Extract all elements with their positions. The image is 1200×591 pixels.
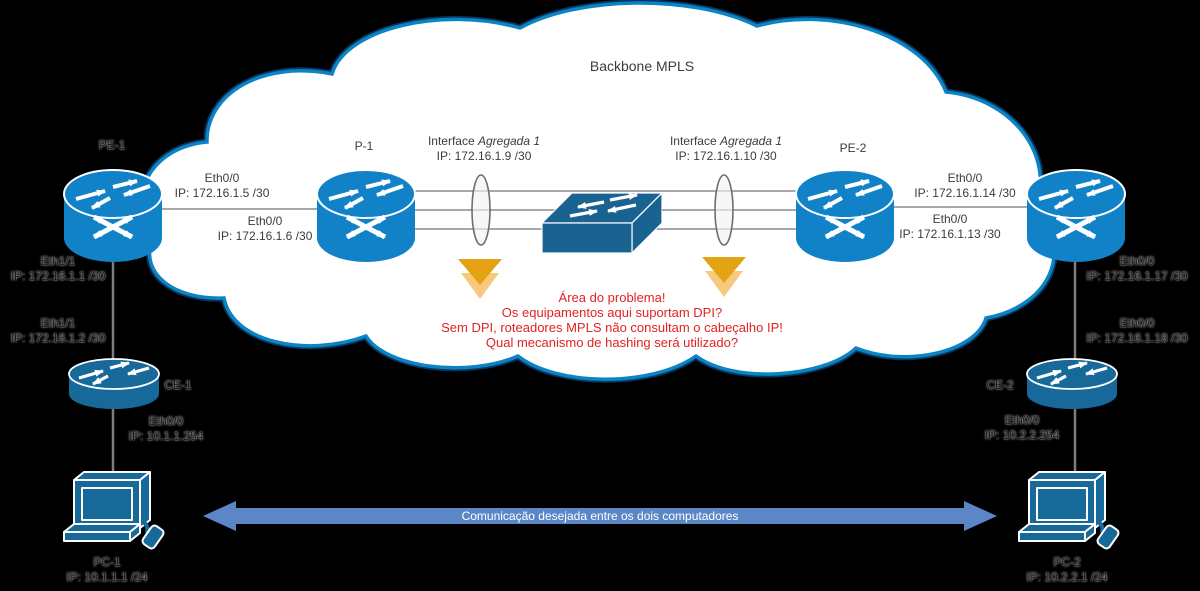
iface-pe2-edge-upper-label: Eth0/0 IP: 172.16.1.14 /30	[914, 171, 1016, 200]
iface-ce1-lan-label: Eth0/0 IP: 10.1.1.254	[128, 414, 204, 443]
router-ce1-icon	[69, 359, 159, 409]
router-ce1-label: CE-1	[164, 378, 192, 392]
iface-pe2-edge-lower-label: Eth0/0 IP: 172.16.1.13 /30	[899, 212, 1001, 241]
pc1-label: PC-1 IP: 10.1.1.1 /24	[66, 555, 148, 584]
router-pe2-icon	[796, 170, 894, 262]
communication-arrow	[203, 501, 997, 531]
pc1-icon	[62, 470, 168, 552]
aggregation-ellipse-left	[471, 174, 491, 246]
router-p1-icon	[317, 170, 415, 262]
router-ce2-icon	[1027, 359, 1117, 409]
router-edge-right-icon	[1027, 170, 1125, 262]
iface-pe1-p1-upper-label: Eth0/0 IP: 172.16.1.5 /30	[174, 171, 270, 200]
router-pe2-label: PE-2	[839, 141, 867, 155]
aggregate-interface-right-label: Interface Agregada 1 IP: 172.16.1.10 /30	[669, 134, 783, 163]
iface-pe1-ce1-upper-label: Eth1/1 IP: 172.16.1.1 /30	[10, 254, 106, 283]
backbone-title: Backbone MPLS	[589, 58, 695, 74]
iface-pe1-p1-lower-label: Eth0/0 IP: 172.16.1.6 /30	[217, 214, 313, 243]
router-p1-label: P-1	[354, 139, 374, 153]
router-ce2-label: CE-2	[986, 378, 1014, 392]
iface-edge-ce2-lower-label: Eth0/0 IP: 172.16.1.18 /30	[1086, 316, 1188, 345]
aggregation-ellipse-right	[714, 174, 734, 246]
access-links	[111, 235, 1077, 480]
router-pe1-icon	[64, 170, 162, 262]
aggregate-interface-left-label: Interface Agregada 1 IP: 172.16.1.9 /30	[427, 134, 541, 163]
communication-arrow-label: Comunicação desejada entre os dois compu…	[461, 509, 739, 523]
pc2-label: PC-2 IP: 10.2.2.1 /24	[1026, 555, 1108, 584]
pc2-icon	[1017, 470, 1123, 552]
iface-edge-ce2-upper-label: Eth0/0 IP: 172.16.1.17 /30	[1086, 254, 1188, 283]
router-pe1-label: PE-1	[98, 138, 126, 152]
problem-note: Área do problema! Os equipamentos aqui s…	[441, 290, 783, 350]
iface-ce2-lan-label: Eth0/0 IP: 10.2.2.254	[984, 413, 1060, 442]
iface-pe1-ce1-lower-label: Eth1/1 IP: 172.16.1.2 /30	[10, 316, 106, 345]
